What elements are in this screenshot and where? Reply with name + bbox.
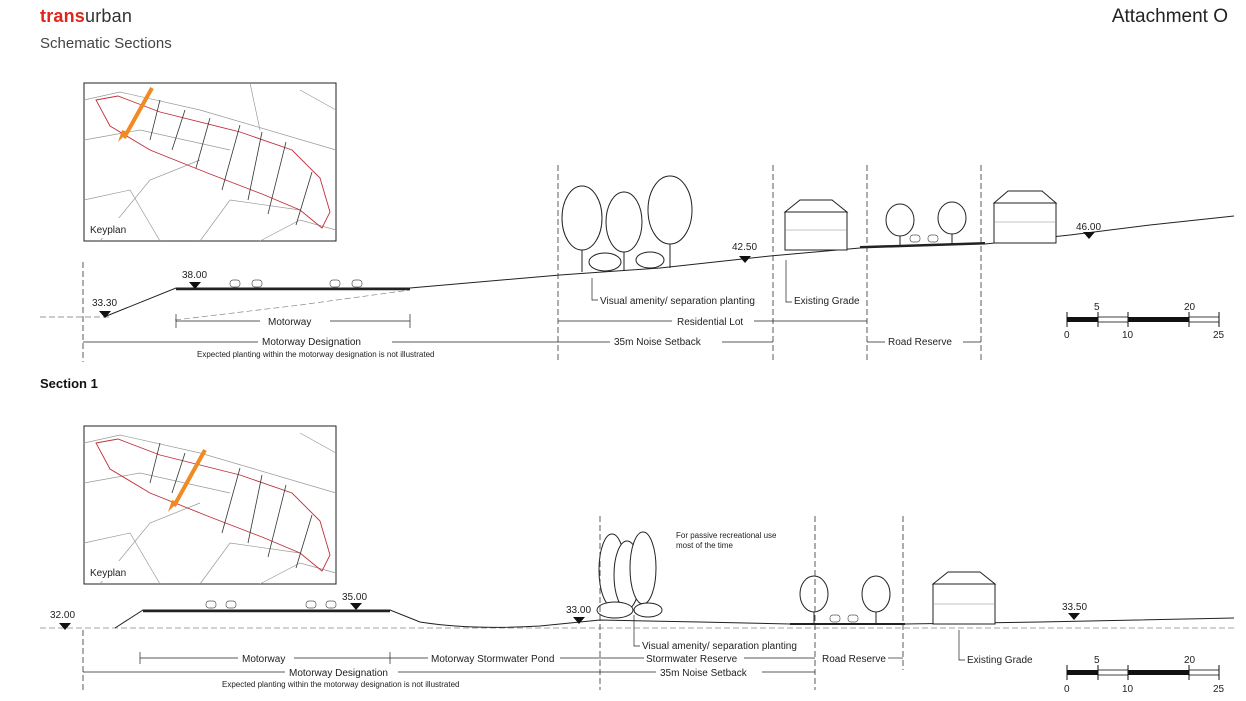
- section-2-scale-5: 5: [1094, 655, 1100, 666]
- section-2-road-reserve-label: Road Reserve: [822, 654, 886, 665]
- section-1-title: Section 1: [40, 376, 98, 391]
- section-2-recreational-note-line-1: For passive recreational use: [676, 531, 777, 540]
- section-1-planting-note: Expected planting within the motorway de…: [197, 350, 434, 359]
- section-2-house: [931, 571, 997, 625]
- keyplan-1-boundary: [95, 95, 331, 229]
- section-2-elevation-4: 33.50: [1062, 602, 1087, 613]
- attachment-label: Attachment O: [1111, 6, 1228, 27]
- section-1-vehicles: [229, 234, 939, 288]
- keyplan-2-boundary: [95, 438, 331, 572]
- section-1-elevation-1: 33.30: [92, 298, 117, 309]
- section-2-existing-grade-label: Existing Grade: [967, 655, 1033, 666]
- section-2-elevation-1: 32.00: [50, 610, 75, 621]
- section-2-visual-amenity-label: Visual amenity/ separation planting: [642, 641, 797, 652]
- section-2-scale-20: 20: [1184, 655, 1196, 666]
- section-2-vehicles: [205, 600, 859, 623]
- section-1-visual-amenity-label: Visual amenity/ separation planting: [600, 296, 755, 307]
- section-2-boundary-lines: [82, 516, 904, 690]
- section-1-residential-lot-label: Residential Lot: [677, 317, 743, 328]
- section-2-scale-0: 0: [1064, 684, 1070, 695]
- brand-logo: transurban: [40, 6, 132, 27]
- section-2-scale-10: 10: [1122, 684, 1134, 695]
- keyplan-1: Keyplan: [83, 82, 337, 242]
- section-2-motorway-label: Motorway: [242, 654, 285, 665]
- section-1-scale-bar: 5 20 0 10 25: [1064, 302, 1225, 341]
- section-1-existing-grade-label: Existing Grade: [794, 296, 860, 307]
- section-1-buffer-trees: [561, 175, 693, 272]
- section-2-dimension-row-1: [139, 652, 903, 664]
- section-1-motorway-designation-label: Motorway Designation: [262, 337, 361, 348]
- section-1-elevation-4: 46.00: [1076, 222, 1101, 233]
- section-1-elevation-markers: [99, 232, 1095, 318]
- section-1-scale-20: 20: [1184, 302, 1196, 313]
- section-1-noise-setback-label: 35m Noise Setback: [614, 337, 702, 348]
- section-2-scale-bar: 5 20 0 10 25: [1064, 655, 1225, 695]
- section-1-elevation-3: 42.50: [732, 242, 757, 253]
- section-2-elevation-markers: [59, 603, 1080, 630]
- section-1-scale-5: 5: [1094, 302, 1100, 313]
- section-1-street-trees: [885, 201, 967, 246]
- keyplan-1-label: Keyplan: [90, 225, 126, 236]
- section-2-stormwater-reserve-label: Stormwater Reserve: [646, 654, 738, 665]
- section-2-buffer-trees: [596, 531, 663, 619]
- section-1-house-1: [783, 199, 849, 251]
- section-2-motorway-designation-label: Motorway Designation: [289, 668, 388, 679]
- keyplan-1-section-lines: [149, 99, 313, 226]
- page-subtitle: Schematic Sections: [40, 35, 172, 52]
- keyplan-1-location-arrow: [118, 87, 154, 142]
- section-2: Keyplan: [40, 425, 1235, 695]
- section-2-noise-setback-label: 35m Noise Setback: [660, 668, 748, 679]
- section-2-elevation-2: 35.00: [342, 592, 367, 603]
- keyplan-2-location-arrow: [168, 449, 207, 512]
- keyplan-2-label: Keyplan: [90, 568, 126, 579]
- section-1-boundary-lines: [82, 165, 982, 362]
- section-2-street-trees: [799, 575, 891, 624]
- section-2-stormwater-pond-label: Motorway Stormwater Pond: [431, 654, 554, 665]
- section-1-scale-0: 0: [1064, 330, 1070, 341]
- section-2-recreational-note-line-2: most of the time: [676, 541, 733, 550]
- section-1-road-reserve-label: Road Reserve: [888, 337, 952, 348]
- section-1-dimension-row-1: [175, 314, 867, 328]
- section-1-road-surface: [859, 242, 986, 248]
- keyplan-2: Keyplan: [83, 425, 337, 585]
- section-1: Keyplan: [40, 82, 1235, 362]
- brand-logo-trans: trans: [40, 6, 86, 26]
- section-1-elevation-2: 38.00: [182, 270, 207, 281]
- keyplan-2-section-lines: [149, 442, 313, 569]
- section-1-scale-25: 25: [1213, 330, 1225, 341]
- section-2-planting-note: Expected planting within the motorway de…: [222, 680, 459, 689]
- section-1-scale-10: 10: [1122, 330, 1134, 341]
- section-2-elevation-3: 33.00: [566, 605, 591, 616]
- brand-logo-urban: urban: [85, 6, 133, 26]
- section-1-house-2: [992, 190, 1058, 244]
- section-2-scale-25: 25: [1213, 684, 1225, 695]
- section-1-motorway-label: Motorway: [268, 317, 311, 328]
